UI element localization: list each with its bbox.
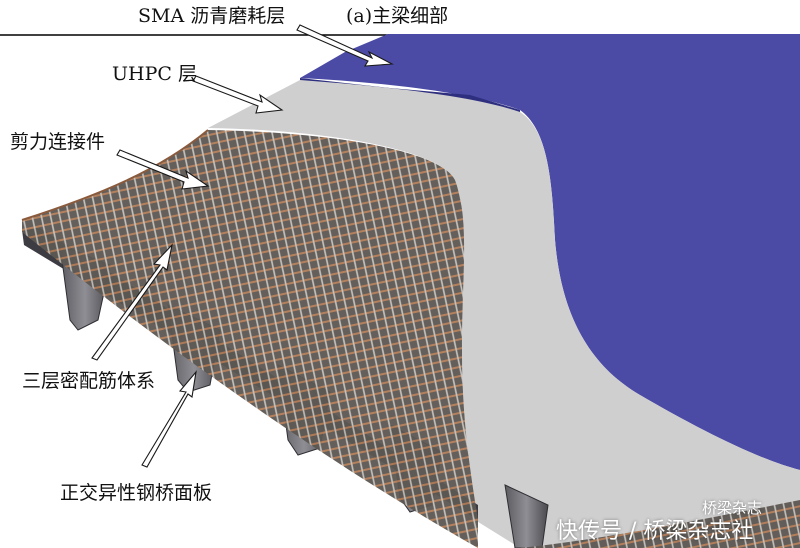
watermark-bottom: 快传号 / 桥梁杂志社	[556, 519, 754, 544]
leader-arrows	[91, 24, 394, 468]
sma-layer-label: SMA 沥青磨耗层	[138, 5, 286, 27]
arrow-deck	[141, 370, 197, 468]
arrow-rebar	[91, 243, 173, 361]
caption-label: (a)主梁细部	[346, 5, 449, 27]
arrow-uhpc	[192, 75, 284, 114]
uhpc-layer-label: UHPC 层	[112, 63, 197, 85]
rebar-mesh	[22, 130, 800, 548]
shear-connector-label: 剪力连接件	[10, 131, 106, 153]
uhpc-layer	[208, 80, 800, 548]
watermark-top: 桥梁杂志	[702, 499, 763, 517]
mesh-top-edge	[21, 129, 209, 221]
rebar-system-label: 三层密配筋体系	[22, 370, 156, 392]
steel-deck-label: 正交异性钢桥面板	[60, 482, 213, 504]
arrow-sma	[296, 24, 394, 67]
sma-layer	[300, 34, 800, 470]
u-rib-5	[504, 484, 549, 548]
arrow-shear	[116, 149, 210, 190]
